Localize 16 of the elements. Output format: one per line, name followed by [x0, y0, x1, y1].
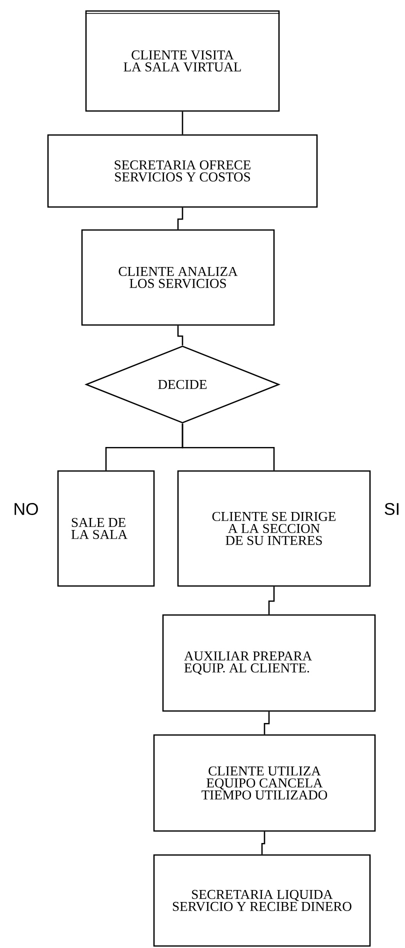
process-box: CLIENTE VISITA LA SALA VIRTUAL	[84, 10, 280, 112]
connector-line	[268, 586, 275, 614]
process-box: SECRETARIA OFRECE SERVICIOS Y COSTOS	[47, 134, 318, 208]
process-box: SECRETARIA LIQUIDA SERVICIO Y RECIBE DINERO	[153, 854, 371, 947]
process-box: CLIENTE UTILIZA EQUIPO CANCELA TIEMPO UTILIZADO	[153, 734, 376, 832]
process-box: AUXILIAR PREPARA EQUIP. AL CLIENTE.	[162, 614, 376, 712]
connector-line	[261, 832, 266, 854]
connector-line	[177, 326, 184, 346]
process-box: CLIENTE SE DIRIGE A LA SECCION DE SU INTERES	[177, 470, 371, 587]
branch-label: NO	[14, 502, 38, 516]
process-box: CLIENTE ANALIZA LOS SERVICIOS	[81, 229, 275, 326]
connector-line	[182, 424, 275, 470]
process-box: SALE DE LA SALA	[57, 470, 155, 587]
connector-line	[264, 712, 270, 734]
connector-line	[182, 112, 184, 134]
connector-line	[177, 208, 184, 230]
